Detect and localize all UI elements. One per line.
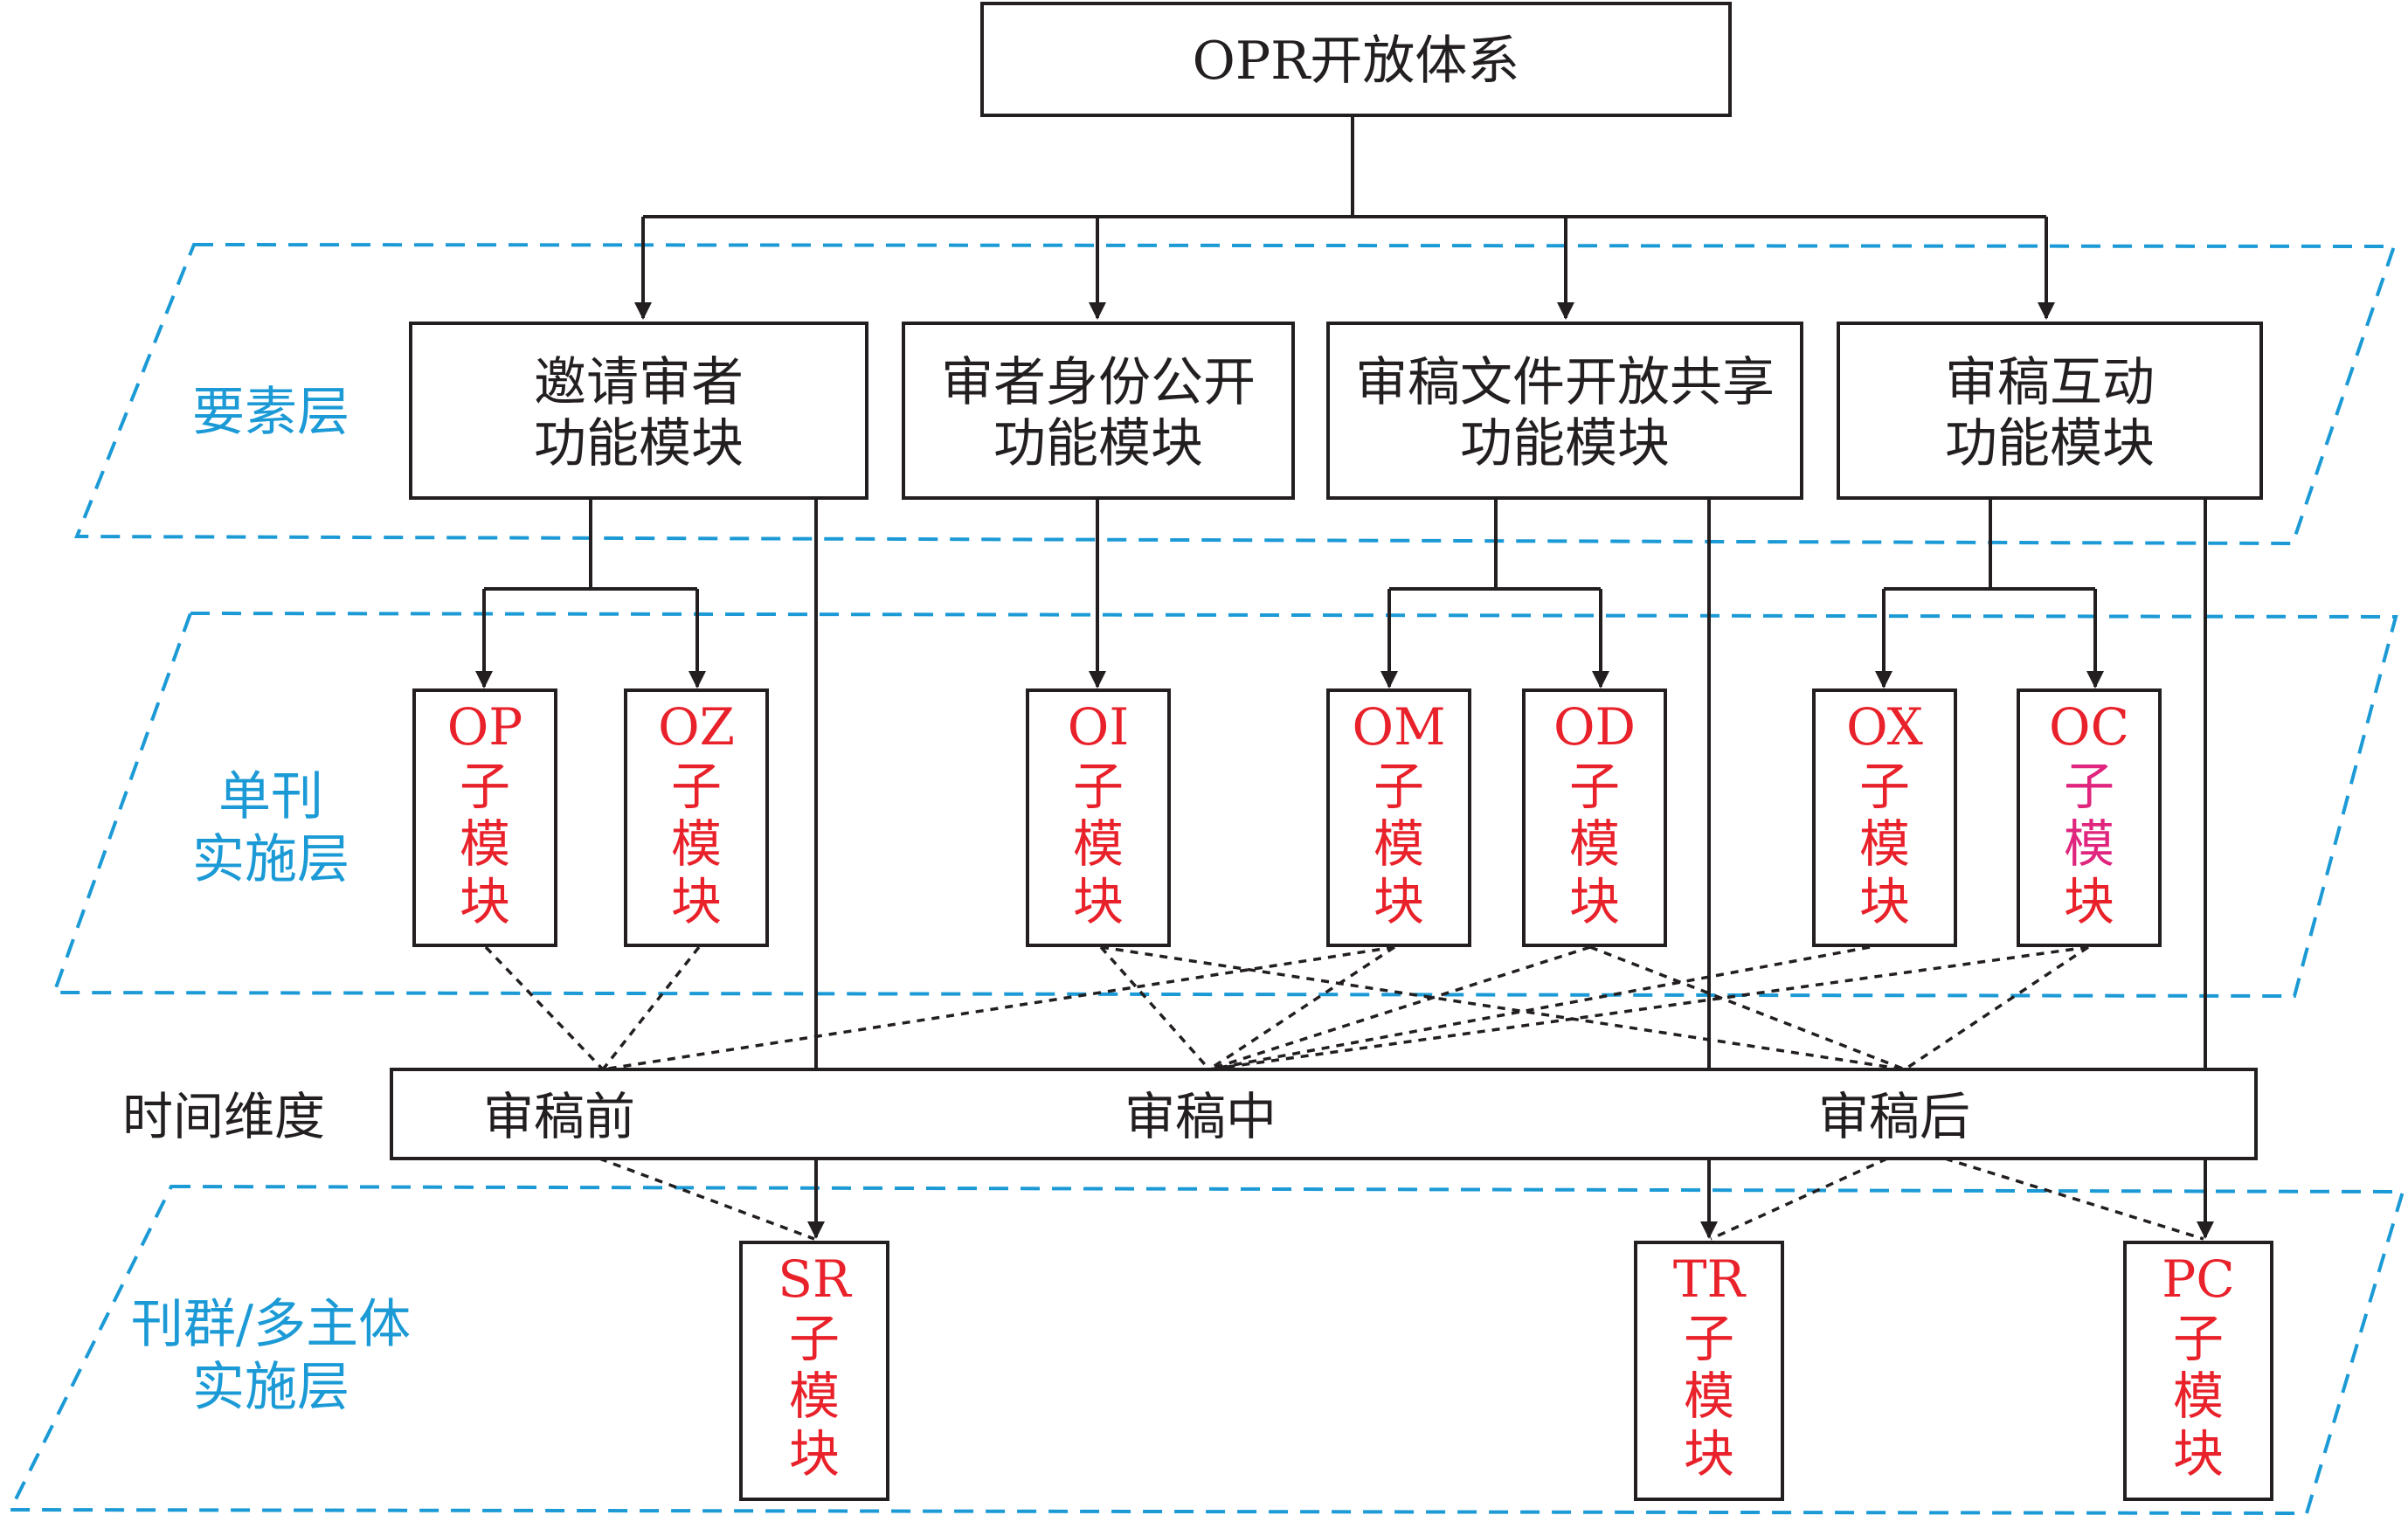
svg-text:块: 块 — [460, 872, 510, 931]
svg-text:块: 块 — [2064, 872, 2114, 931]
svg-text:块: 块 — [1374, 872, 1424, 931]
module-invite-reviewer: 邀请审者 功能模块 — [409, 322, 868, 500]
submodule-oi: OI 子 模 块 — [1026, 688, 1171, 947]
svg-text:模: 模 — [2173, 1366, 2224, 1426]
svg-text:块: 块 — [671, 872, 722, 931]
svg-text:子: 子 — [1569, 757, 1620, 816]
group-submodule-tr: TR 子 模 块 — [1634, 1241, 1784, 1501]
layer-label-single-2: 实施层 — [192, 829, 349, 890]
svg-text:OX: OX — [1846, 697, 1924, 757]
svg-text:块: 块 — [1073, 872, 1124, 931]
group-layer-frame — [7, 1184, 2405, 1516]
svg-text:子: 子 — [2173, 1309, 2224, 1368]
time-dimension-label: 时间维度 — [122, 1087, 325, 1146]
layer-label-element: 要素层 — [192, 382, 349, 443]
time-before: 审稿前 — [483, 1087, 635, 1146]
svg-text:块: 块 — [1569, 872, 1620, 931]
svg-text:块: 块 — [1859, 872, 1910, 931]
svg-text:功能模块: 功能模块 — [993, 413, 1203, 474]
svg-text:审者身份公开: 审者身份公开 — [941, 352, 1256, 413]
module-review-file-sharing: 审稿文件开放共享 功能模块 — [1326, 322, 1803, 500]
svg-text:PC: PC — [2162, 1249, 2234, 1309]
svg-text:模: 模 — [1859, 814, 1910, 874]
svg-text:OC: OC — [2049, 697, 2129, 757]
submodule-oz: OZ 子 模 块 — [624, 688, 769, 947]
svg-text:块: 块 — [1684, 1424, 1734, 1484]
svg-text:OP: OP — [447, 697, 523, 757]
svg-text:审稿文件开放共享: 审稿文件开放共享 — [1355, 352, 1775, 413]
layer-label-single-1: 单刊 — [218, 766, 323, 827]
svg-text:功能模块: 功能模块 — [1460, 413, 1670, 474]
svg-text:模: 模 — [2064, 814, 2114, 874]
time-during: 审稿中 — [1124, 1087, 1277, 1146]
svg-text:子: 子 — [1859, 757, 1910, 816]
module-reviewer-identity: 审者身份公开 功能模块 — [902, 322, 1295, 500]
svg-text:子: 子 — [671, 757, 722, 816]
svg-text:模: 模 — [789, 1366, 840, 1426]
svg-text:子: 子 — [2064, 757, 2114, 816]
svg-text:OM: OM — [1353, 697, 1446, 757]
svg-text:审稿互动: 审稿互动 — [1945, 352, 2155, 413]
layer-label-group-1: 刊群/多主体 — [131, 1294, 411, 1355]
svg-text:SR: SR — [778, 1249, 853, 1309]
svg-text:功能模块: 功能模块 — [534, 413, 744, 474]
group-submodule-pc: PC 子 模 块 — [2123, 1241, 2273, 1501]
title-text: OPR开放体系 — [1193, 31, 1520, 92]
layer-label-group-2: 实施层 — [192, 1357, 349, 1418]
submodule-od: OD 子 模 块 — [1522, 688, 1667, 947]
svg-text:模: 模 — [1073, 814, 1124, 874]
group-submodule-sr: SR 子 模 块 — [739, 1241, 889, 1501]
svg-text:TR: TR — [1673, 1249, 1747, 1309]
svg-text:OI: OI — [1068, 697, 1129, 757]
svg-text:子: 子 — [1684, 1309, 1734, 1368]
svg-text:模: 模 — [671, 814, 722, 874]
svg-text:子: 子 — [460, 757, 510, 816]
svg-text:块: 块 — [2173, 1424, 2224, 1484]
svg-text:子: 子 — [1073, 757, 1124, 816]
svg-text:模: 模 — [1374, 814, 1424, 874]
module-review-interaction: 审稿互动 功能模块 — [1837, 322, 2263, 500]
svg-text:OD: OD — [1553, 697, 1636, 757]
submodule-op: OP 子 模 块 — [412, 688, 557, 947]
submodule-oc: OC 子 模 块 — [2017, 688, 2162, 947]
submodule-om: OM 子 模 块 — [1326, 688, 1471, 947]
title-box — [980, 2, 1732, 117]
svg-text:子: 子 — [1374, 757, 1424, 816]
svg-text:OZ: OZ — [658, 697, 735, 757]
svg-text:块: 块 — [789, 1424, 840, 1484]
svg-text:模: 模 — [1684, 1366, 1734, 1426]
single-layer-frame — [52, 611, 2398, 999]
time-after: 审稿后 — [1818, 1087, 1970, 1146]
submodule-ox: OX 子 模 块 — [1812, 688, 1957, 947]
time-bar — [390, 1068, 2258, 1160]
svg-text:模: 模 — [460, 814, 510, 874]
svg-text:模: 模 — [1569, 814, 1620, 874]
svg-text:邀请审者: 邀请审者 — [534, 352, 744, 413]
svg-text:子: 子 — [789, 1309, 840, 1368]
svg-text:功能模块: 功能模块 — [1945, 413, 2155, 474]
